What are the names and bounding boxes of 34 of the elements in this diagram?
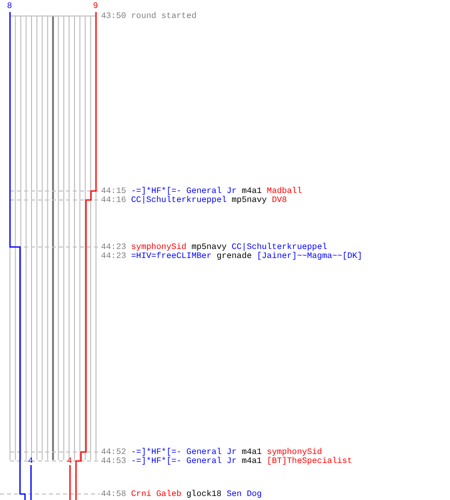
player-name: [Jainer]~~Magma~~[DK] <box>256 252 362 261</box>
team-count: 4 <box>67 457 72 466</box>
team-count: 9 <box>93 2 98 11</box>
player-name: CC|Schulterkrueppel <box>232 243 328 252</box>
timestamp: 44:15 <box>101 187 126 196</box>
event-text: round started <box>131 12 196 21</box>
player-name: -=]*HF*[=- General Jr <box>131 457 237 466</box>
weapon-name: glock18 <box>186 490 222 499</box>
player-name: -=]*HF*[=- General Jr <box>131 448 237 457</box>
weapon-name: m4a1 <box>242 448 262 457</box>
player-name: Sen Dog <box>226 490 262 499</box>
player-name: Madball <box>266 187 302 196</box>
timestamp: 44:58 <box>101 490 126 499</box>
weapon-name: mp5navy <box>191 243 227 252</box>
player-name: DV8 <box>272 196 287 205</box>
player-name: -=]*HF*[=- General Jr <box>131 187 237 196</box>
weapon-name: m4a1 <box>242 187 262 196</box>
team-count: 8 <box>7 2 12 11</box>
player-name: symphonySid <box>131 243 186 252</box>
timestamp: 44:23 <box>101 243 126 252</box>
weapon-name: grenade <box>216 252 252 261</box>
team-count: 4 <box>28 457 34 466</box>
player-name: =HIV=freeCLIMBer <box>131 252 212 261</box>
timestamp: 44:52 <box>101 448 126 457</box>
timestamp: 44:53 <box>101 457 126 466</box>
timestamp: 44:16 <box>101 196 126 205</box>
player-name: Crni Galeb <box>131 490 182 499</box>
player-name: CC|Schulterkrueppel <box>131 196 227 205</box>
timestamp: 43:50 <box>101 12 126 21</box>
player-name: [BT]TheSpecialist <box>266 457 352 466</box>
timestamp: 44:23 <box>101 252 126 261</box>
weapon-name: m4a1 <box>242 457 262 466</box>
weapon-name: mp5navy <box>232 196 267 205</box>
player-name: symphonySid <box>266 448 322 457</box>
